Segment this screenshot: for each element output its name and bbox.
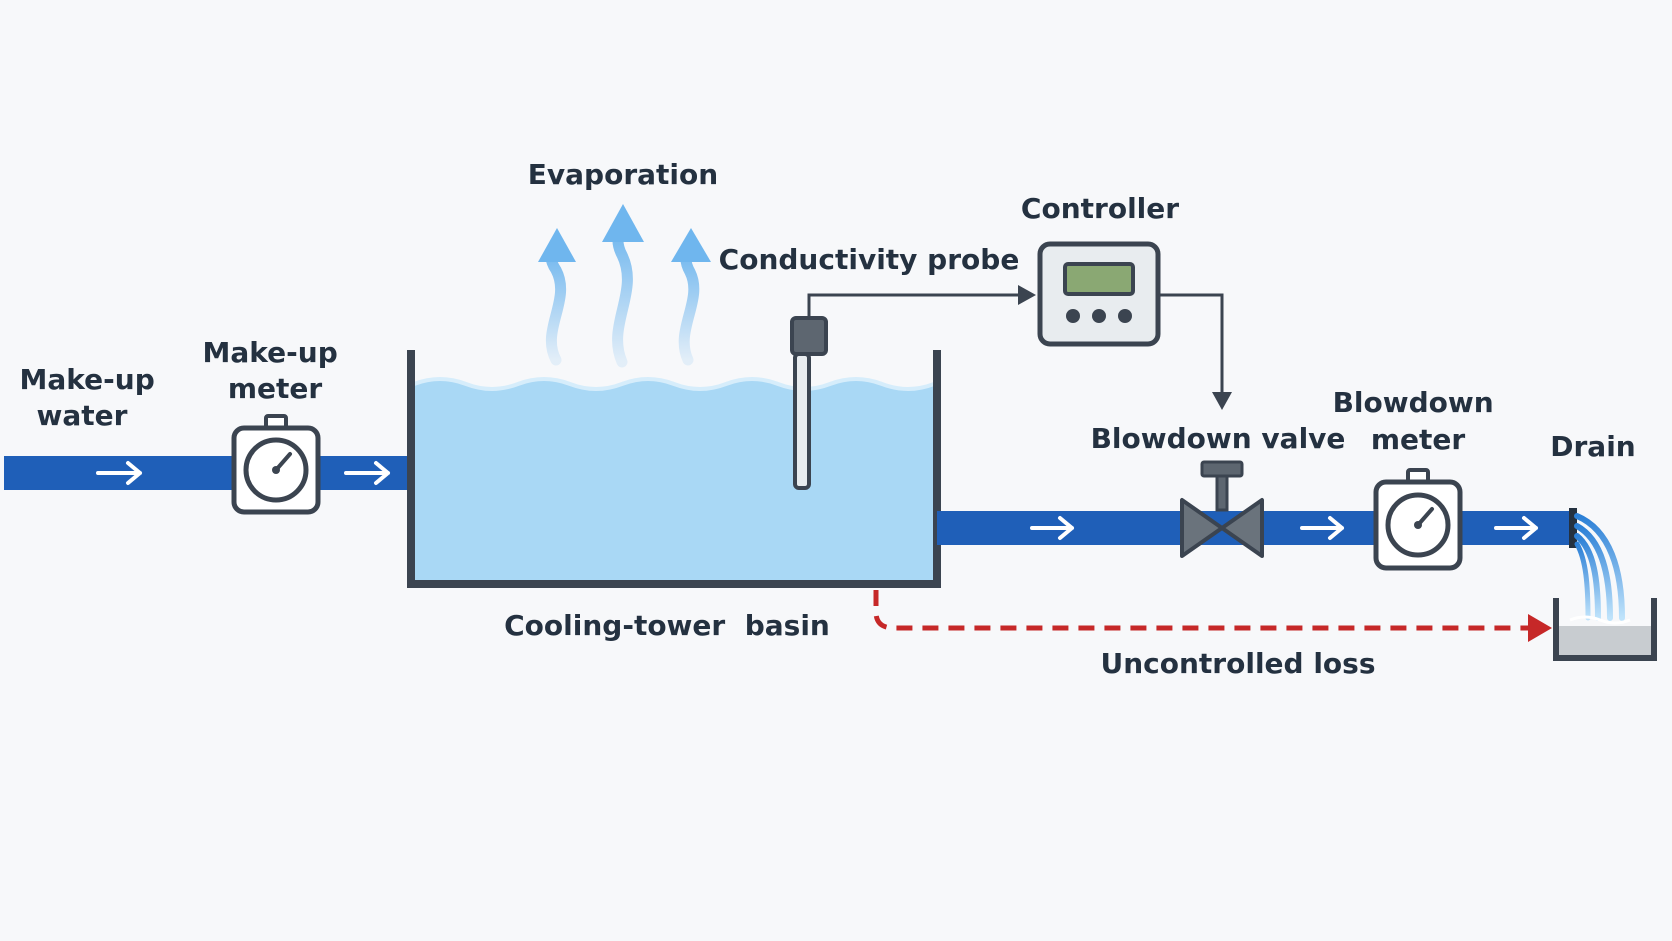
label-evaporation: Evaporation [528, 158, 718, 191]
valve-icon [1180, 460, 1264, 558]
pipe-outlet [1569, 508, 1577, 548]
label-makeup-water: Make-up water [20, 363, 165, 432]
basin-water [414, 379, 934, 580]
label-blowdown-valve: Blowdown valve [1091, 422, 1346, 455]
signal-arrow-icon [1212, 392, 1232, 410]
label-basin: Cooling-tower basin [504, 609, 830, 642]
flow-arrow-icon [1300, 516, 1344, 540]
makeup-meter-icon [231, 414, 321, 515]
label-uncontrolled-loss: Uncontrolled loss [1100, 647, 1375, 680]
water-surface-icon [413, 377, 935, 391]
evaporation-arrow-icon [538, 228, 576, 366]
flow-arrow-icon [96, 461, 142, 485]
signal-arrow-icon [1018, 285, 1036, 305]
uncontrolled-loss-line [873, 590, 1530, 631]
evaporation-arrow-icon [602, 204, 644, 368]
flow-arrow-icon [1030, 516, 1074, 540]
water-fall-icon [1574, 513, 1625, 621]
makeup-pipe [4, 456, 408, 490]
flow-arrow-icon [344, 461, 390, 485]
signal-line-controller-to-valve [1158, 293, 1224, 394]
basin-walls [407, 350, 941, 588]
loss-arrow-icon [1528, 614, 1552, 642]
label-controller: Controller [1021, 192, 1179, 225]
label-blowdown-meter: Blowdown meter [1333, 386, 1504, 456]
label-drain: Drain [1550, 430, 1635, 463]
label-makeup-meter: Make-up meter [203, 336, 348, 405]
evaporation-arrow-icon [671, 228, 711, 366]
label-conductivity-probe: Conductivity probe [719, 243, 1020, 276]
drain-basin-icon [1553, 598, 1657, 661]
blowdown-meter-icon [1373, 468, 1463, 571]
controller-icon [1037, 241, 1161, 347]
signal-line-probe-to-controller [807, 293, 1020, 318]
flow-arrow-icon [1494, 516, 1538, 540]
